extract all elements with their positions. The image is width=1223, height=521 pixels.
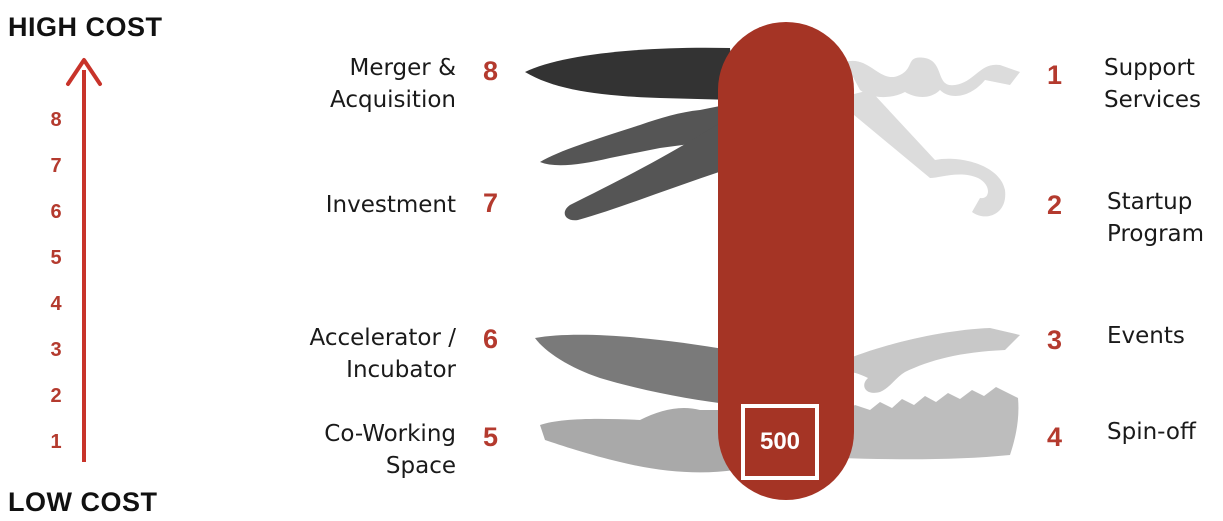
- label-line: Incubator: [346, 357, 456, 383]
- logo-badge-text: 500: [759, 428, 801, 455]
- right-item-label: Support Services: [1104, 52, 1201, 116]
- left-item-label: Merger & Acquisition: [330, 52, 456, 116]
- left-item-number: 5: [483, 422, 499, 452]
- scissors-lower-blade-icon: [564, 120, 725, 221]
- scale-number: 1: [50, 431, 62, 453]
- label-line: Co-Working: [324, 421, 456, 447]
- left-item-label: Accelerator / Incubator: [310, 322, 456, 386]
- left-item-label: Investment: [326, 189, 456, 221]
- large-blade-icon: [535, 334, 735, 405]
- bottle-opener-icon: [540, 408, 735, 473]
- hook-tool-icon: [848, 90, 1006, 217]
- label-line: Services: [1104, 87, 1201, 113]
- can-opener-icon: [840, 328, 1020, 393]
- label-line: Startup: [1107, 189, 1193, 215]
- scale-number: 3: [50, 339, 62, 361]
- knife-body: [718, 22, 854, 500]
- left-item-number: 7: [483, 188, 499, 218]
- label-line: Merger &: [349, 55, 457, 81]
- scale-number: 4: [50, 293, 62, 315]
- corkscrew-icon: [845, 57, 1020, 98]
- label-line: Space: [385, 453, 456, 479]
- label-line: Program: [1107, 221, 1205, 247]
- right-item-number: 4: [1047, 422, 1063, 452]
- main-blade-icon: [525, 47, 735, 100]
- right-item-label: Startup Program: [1107, 186, 1204, 250]
- right-item-label: Events: [1107, 320, 1185, 352]
- left-item-number: 6: [483, 324, 499, 354]
- label-line: Events: [1107, 323, 1185, 349]
- scale-number: 5: [50, 247, 62, 269]
- right-item-number: 3: [1047, 325, 1063, 355]
- cost-arrow-icon: [66, 58, 102, 462]
- low-cost-label: LOW COST: [8, 487, 158, 517]
- label-line: Acquisition: [330, 87, 456, 113]
- right-item-number: 1: [1047, 60, 1063, 90]
- scissors-icon: [540, 105, 725, 166]
- label-line: Accelerator /: [309, 325, 456, 351]
- right-item-number: 2: [1047, 190, 1063, 220]
- scale-number: 2: [50, 385, 62, 407]
- right-item-label: Spin-off: [1107, 416, 1196, 448]
- label-line: Investment: [325, 192, 456, 218]
- logo-frame: [741, 404, 819, 480]
- scale-number: 6: [50, 201, 62, 223]
- high-cost-label: HIGH COST: [8, 12, 163, 42]
- label-line: Support: [1104, 55, 1195, 81]
- left-item-number: 8: [483, 56, 499, 86]
- label-line: Spin-off: [1107, 419, 1196, 445]
- scale-number: 8: [50, 109, 62, 131]
- left-item-label: Co-Working Space: [324, 418, 456, 482]
- saw-blade-icon: [840, 387, 1019, 460]
- scale-number: 7: [50, 155, 62, 177]
